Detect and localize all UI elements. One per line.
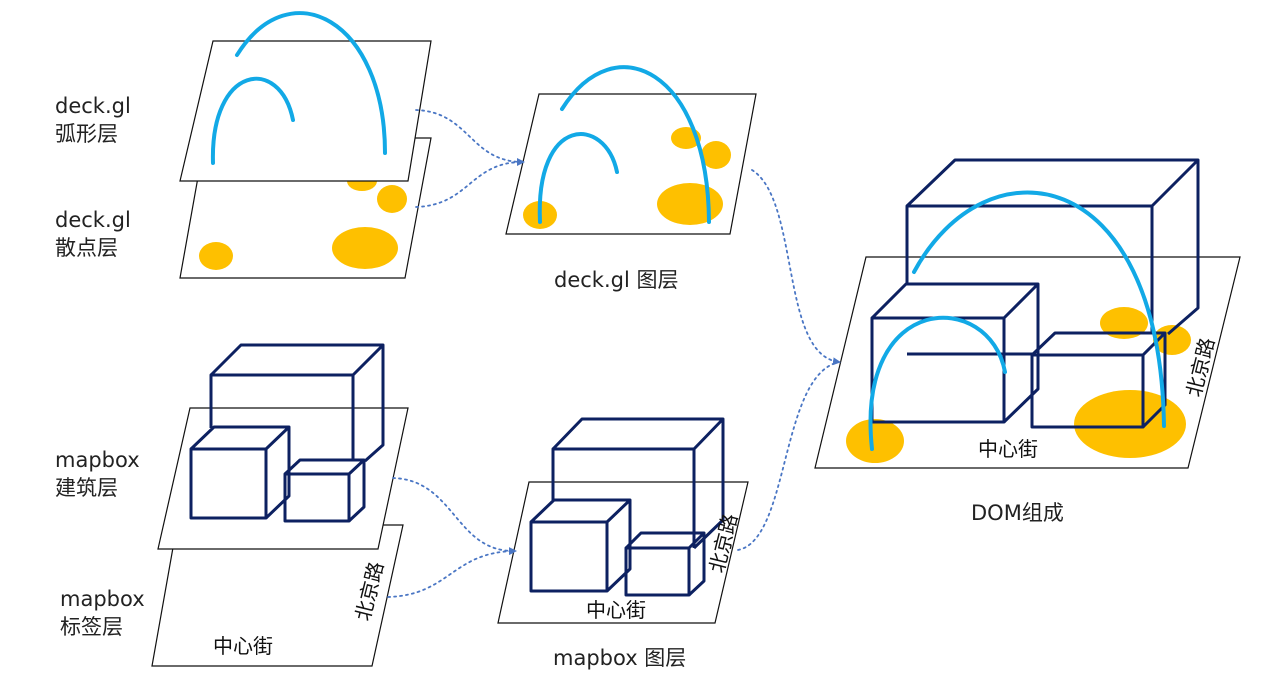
mapbox-combined-plane: 中心街 北京路 [497,417,749,624]
building-layer-label-line1: mapbox [55,448,140,472]
arc-path [235,11,387,155]
center-street-label: 中心街 [213,634,273,658]
arc-path [537,132,619,224]
dom-composition-plane: 中心街 北京路 [814,158,1241,469]
arc-layer-label-line2: 弧形层 [55,122,118,146]
scatter-dot [657,183,723,225]
building-small [624,531,706,597]
connector-arc-to-deckgl [415,109,525,166]
building-layer-plane [157,343,409,550]
arc-layer-plane [179,11,432,182]
connector-label-to-mapbox [387,550,516,598]
arc-layer-label-line1: deck.gl [55,94,131,118]
scatter-dot [332,227,398,269]
label-layer-label-line1: mapbox [60,587,145,611]
connector-building-to-mapbox [392,477,517,556]
scatter-dot [377,185,407,213]
dom-composition-label: DOM组成 [971,501,1064,525]
arc-path [912,190,1166,428]
deckgl-combined-plane [505,65,757,235]
center-street-label: 中心街 [978,437,1038,461]
center-street-label: 中心街 [586,598,646,622]
scatter-dot [846,419,904,463]
building-medium [189,425,291,520]
deckgl-layer-label: deck.gl 图层 [554,268,678,292]
scatter-dot [1074,390,1186,458]
scatter-layer-label-line2: 散点层 [55,236,118,260]
scatter-dot [701,141,731,169]
label-layer-plane: 中心街 北京路 [151,524,404,667]
connector-scatter-to-deckgl [415,161,524,208]
scatter-dot [199,242,233,270]
label-layer-label-line2: 标签层 [60,615,123,639]
building-layer-label-line2: 建筑层 [55,476,118,500]
arc-path [210,76,295,165]
connector-mapbox-to-dom [737,361,840,551]
building-medium [529,498,632,593]
arc-path [560,65,711,224]
building-tall [905,158,1200,356]
arc-path [868,315,1007,451]
scatter-layer-label-line1: deck.gl [55,208,131,232]
mapbox-layer-label: mapbox 图层 [553,646,686,670]
building-tall [209,343,385,463]
scatter-dot [1100,307,1148,339]
building-small [283,458,366,523]
connector-deckgl-to-dom [751,169,841,366]
